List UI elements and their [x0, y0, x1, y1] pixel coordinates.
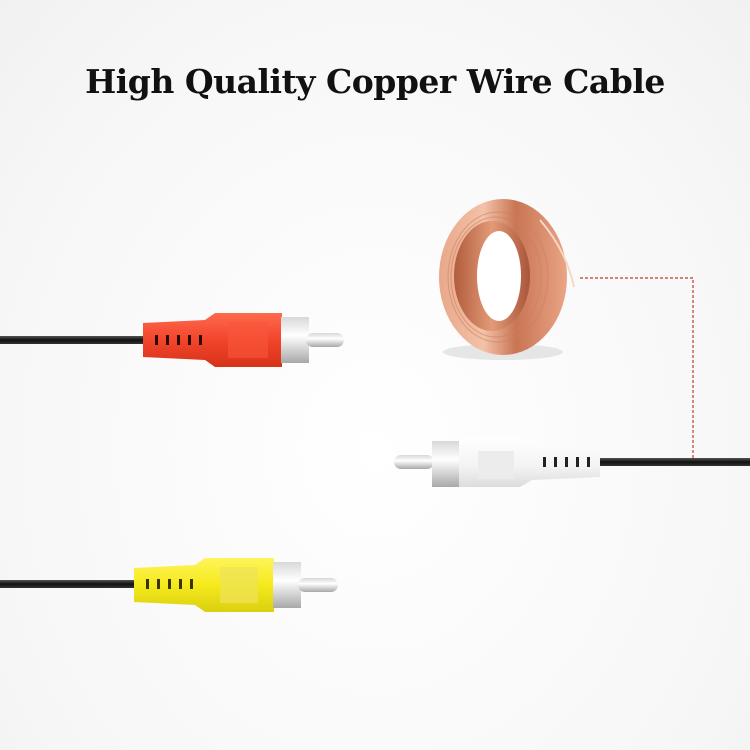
white-rca-plug-icon [394, 437, 750, 487]
copper-coil-icon [439, 199, 575, 360]
page-title: High Quality Copper Wire Cable [85, 62, 665, 101]
callout-line [580, 277, 694, 462]
yellow-rca-plug-icon [0, 558, 338, 612]
red-rca-plug-icon [0, 313, 344, 367]
